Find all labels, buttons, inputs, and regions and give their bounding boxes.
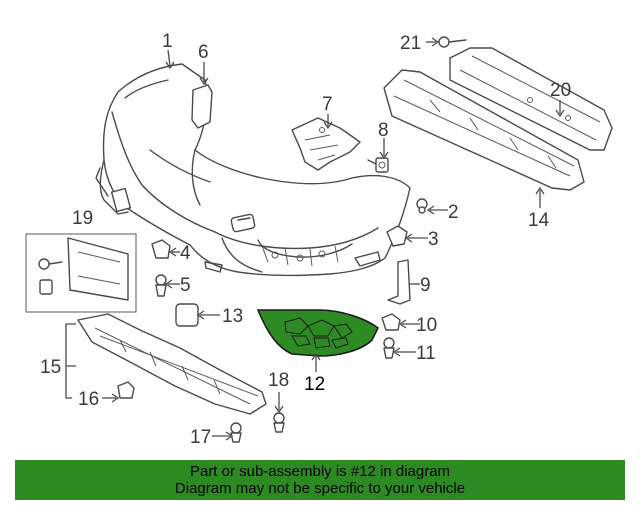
clip-part-10: [381, 313, 401, 331]
callout-labels: 1 2 3 4 5 6 7 8 9 10 11 12 13 14 15 16 1…: [40, 31, 571, 448]
bracket-part-6: [191, 84, 213, 129]
parts-diagram: 1 2 3 4 5 6 7 8 9 10 11 12 13 14 15 16 1…: [25, 31, 613, 448]
callout-11: 11: [416, 343, 436, 364]
bolt-part-8: [367, 157, 389, 173]
clip-part-4: [151, 239, 171, 259]
callout-8: 8: [378, 120, 389, 141]
reinforcement-part-20: [449, 47, 613, 151]
cover-part-13: [175, 303, 199, 327]
callout-17: 17: [190, 427, 211, 448]
callout-19: 19: [72, 208, 93, 229]
clip-part-16: [117, 381, 135, 399]
grille-part-12: [256, 309, 380, 357]
absorber-part-15: [77, 313, 267, 415]
callout-3: 3: [428, 229, 439, 250]
bolt-part-21: [438, 36, 467, 48]
banner-line-2: Diagram may not be specific to your vehi…: [174, 480, 466, 497]
callout-10: 10: [416, 315, 437, 336]
clip-part-5: [155, 274, 167, 297]
callout-6: 6: [198, 42, 209, 63]
bolt-part-17: [230, 422, 242, 443]
bolt-part-18: [273, 412, 285, 433]
callout-16: 16: [78, 389, 99, 410]
license-bracket-part-19: [25, 233, 137, 313]
callout-12: 12: [304, 374, 325, 395]
callout-2: 2: [448, 202, 459, 223]
callout-7: 7: [322, 94, 333, 115]
info-banner: Part or sub-assembly is #12 in diagram D…: [15, 460, 625, 500]
callout-5: 5: [180, 275, 191, 296]
callout-20: 20: [550, 80, 571, 101]
callout-14: 14: [528, 210, 550, 231]
bracket-part-7: [291, 117, 361, 171]
callout-1: 1: [162, 31, 173, 52]
clip-part-11: [383, 337, 395, 359]
banner-line-1: Part or sub-assembly is #12 in diagram: [189, 463, 451, 480]
screw-part-2: [416, 198, 428, 214]
leader-lines: [65, 37, 565, 441]
callout-4: 4: [180, 243, 191, 264]
callout-18: 18: [268, 370, 289, 391]
callout-21: 21: [400, 33, 421, 54]
callout-15: 15: [40, 357, 61, 378]
clip-part-3: [386, 225, 408, 247]
bracket-part-9: [387, 259, 411, 305]
callout-13: 13: [222, 306, 243, 327]
bumper-cover-part-1: [95, 63, 411, 277]
callout-9: 9: [420, 275, 431, 296]
absorber-part-14: [383, 69, 585, 191]
